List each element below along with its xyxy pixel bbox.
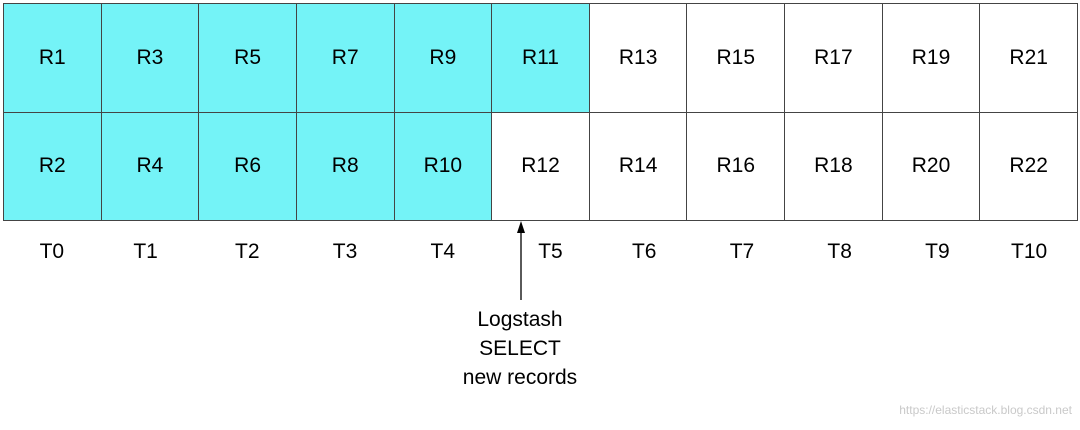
record-cell: R5 bbox=[199, 4, 297, 113]
time-label: T7 bbox=[729, 240, 755, 263]
record-cell: R20 bbox=[882, 112, 981, 221]
record-cell: R7 bbox=[296, 4, 395, 113]
record-cell: R13 bbox=[589, 4, 688, 113]
time-label: T2 bbox=[235, 240, 260, 263]
record-cell: R9 bbox=[394, 4, 493, 113]
record-cell: R3 bbox=[101, 4, 200, 113]
record-cell: R21 bbox=[980, 4, 1078, 113]
record-cell: R22 bbox=[980, 112, 1078, 221]
time-label: T1 bbox=[133, 240, 158, 263]
record-cell: R4 bbox=[101, 112, 200, 221]
annotation-line: SELECT bbox=[479, 337, 561, 360]
pointer-arrow-icon bbox=[517, 221, 525, 300]
annotation-line: Logstash bbox=[477, 308, 563, 331]
record-cell: R18 bbox=[785, 112, 883, 221]
time-label: T6 bbox=[631, 240, 657, 263]
annotation-line: new records bbox=[462, 366, 578, 389]
time-label: T5 bbox=[538, 240, 563, 263]
watermark: https://elasticstack.blog.csdn.net bbox=[899, 403, 1072, 417]
record-cell: R6 bbox=[199, 112, 297, 221]
time-label: T8 bbox=[827, 240, 852, 263]
time-label: T10 bbox=[1011, 240, 1048, 263]
record-cell: R17 bbox=[785, 4, 883, 113]
record-cell: R2 bbox=[4, 112, 102, 221]
record-cell: R19 bbox=[882, 4, 981, 113]
record-cell: R11 bbox=[492, 4, 590, 113]
time-label: T0 bbox=[39, 240, 65, 263]
record-cell: R14 bbox=[589, 112, 688, 221]
record-cell: R15 bbox=[687, 4, 786, 113]
time-label: T3 bbox=[332, 240, 358, 263]
record-cell: R8 bbox=[296, 112, 395, 221]
record-cell: R10 bbox=[394, 112, 493, 221]
record-cell: R1 bbox=[4, 4, 102, 113]
time-label: T4 bbox=[430, 240, 456, 263]
logstash-select-annotation: Logstash SELECT new records bbox=[440, 305, 600, 392]
record-cell: R12 bbox=[492, 112, 590, 221]
time-label: T9 bbox=[925, 240, 950, 263]
record-cell: R16 bbox=[687, 112, 786, 221]
